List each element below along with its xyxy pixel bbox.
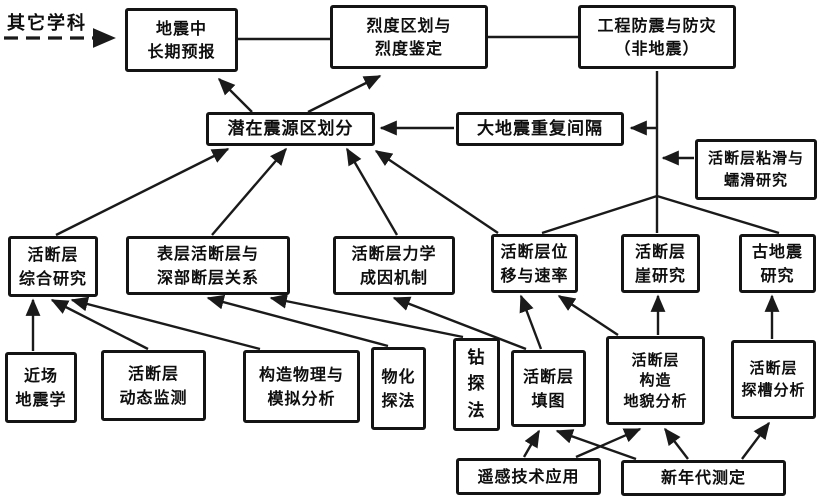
edge-zoning-to-intensity <box>307 74 382 114</box>
node-fault-mapping: 活断层 填图 <box>511 350 586 427</box>
edge-surfacedeep-to-zoning <box>211 147 287 236</box>
edge-dating-to-trench <box>741 421 770 460</box>
edge-mapping-to-displacement <box>519 294 543 350</box>
node-stick-slip-creep: 活断层粘滑与 蠕滑研究 <box>695 139 817 200</box>
node-intensity-zoning: 烈度区划与 烈度鉴定 <box>330 5 488 69</box>
node-tectonophysics-simulation: 构造物理与 模拟分析 <box>243 350 360 423</box>
node-recurrence-interval: 大地震重复间隔 <box>456 112 624 146</box>
edge-zoning-to-prediction <box>217 77 253 113</box>
edge-trunk-to-paleo <box>656 194 780 235</box>
node-earthquake-prediction: 地震中 长期预报 <box>125 8 238 72</box>
edge-mapping-to-genesis <box>392 296 527 351</box>
edge-remotesensing-to-geomorphology <box>575 427 642 459</box>
node-displacement-rate: 活断层位 移与速率 <box>491 234 578 293</box>
node-age-dating: 新年代测定 <box>621 460 786 496</box>
edge-dating-to-mapping <box>555 429 637 461</box>
node-comprehensive-research: 活断层 综合研究 <box>8 236 98 297</box>
node-surface-deep-relation: 表层活断层与 深部断层关系 <box>126 236 290 295</box>
node-potential-source-zoning: 潜在震源区划分 <box>206 112 375 146</box>
edge-drilling-to-surfacedeep <box>269 293 464 339</box>
other-disciplines-label: 其它学科 <box>7 13 87 34</box>
node-tectonic-geomorphology: 活断层 构造 地貌分析 <box>606 336 705 425</box>
edge-genesis-to-zoning <box>345 147 399 236</box>
node-drilling-method: 钻 探 法 <box>453 338 500 431</box>
node-geophysical-geochemical: 物化 探法 <box>371 347 426 430</box>
edge-comprehensive-to-zoning <box>55 147 230 237</box>
node-remote-sensing: 遥感技术应用 <box>456 458 601 495</box>
node-dynamic-monitoring: 活断层 动态监测 <box>101 350 206 421</box>
edge-trunk-to-displacement <box>541 194 658 235</box>
node-mechanical-genesis: 活断层力学 成因机制 <box>333 236 455 295</box>
node-paleoearthquake: 古地震 研究 <box>739 234 816 293</box>
edge-remotesensing-to-mapping <box>522 429 541 458</box>
node-engineering-protection: 工程防震与防灾 （非地震） <box>578 5 736 69</box>
edge-geophysical-to-surfacedeep <box>206 294 389 348</box>
edge-monitoring-to-comprehensive <box>50 298 149 351</box>
edge-geomorphology-to-displacement <box>557 294 619 337</box>
node-trench-analysis: 活断层 探槽分析 <box>731 340 816 419</box>
node-fault-scarp-research: 活断层 崖研究 <box>621 234 700 293</box>
edge-dating-to-geomorphology <box>664 427 689 460</box>
edge-tectonophysics-to-comprehensive <box>70 296 261 351</box>
edge-displacement-to-zoning <box>374 150 499 234</box>
node-near-field-seismology: 近场 地震学 <box>5 352 77 423</box>
